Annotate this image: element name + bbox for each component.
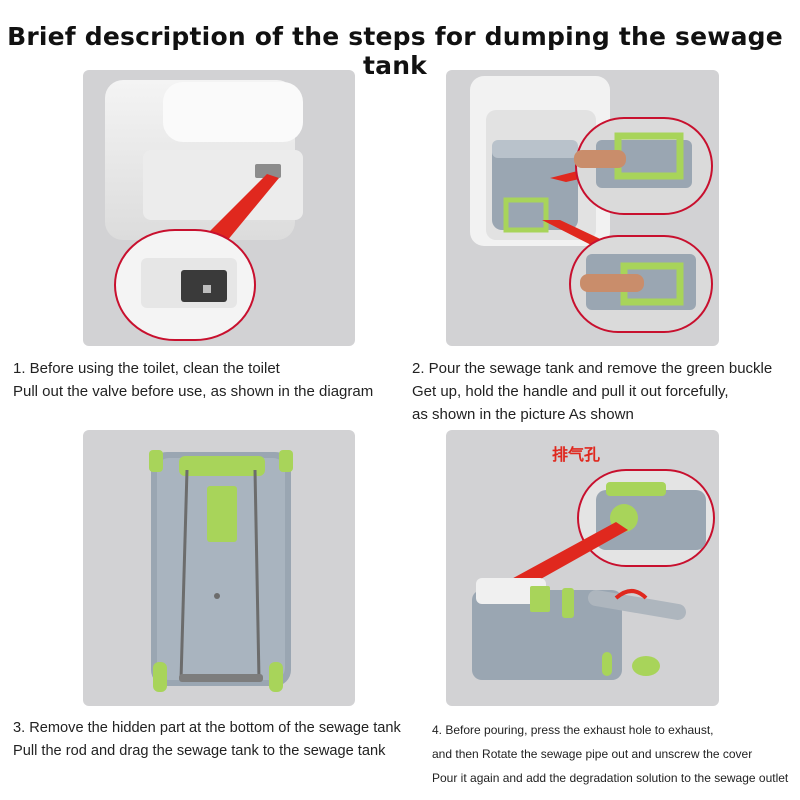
tank-handle [179,456,265,476]
hand-bottom [580,274,644,292]
sewage-tank [492,140,578,230]
step-4-caption: 4. Before pouring, press the exhaust hol… [432,723,789,785]
exhaust-pour-illustration: 排气孔 [472,445,715,680]
step-2-image [446,70,719,346]
hand-top [574,150,626,168]
step-2-caption: 2. Pour the sewage tank and remove the g… [412,360,773,423]
green-buckle [207,486,237,542]
green-buckle [503,197,549,233]
step-3-caption: 3. Remove the hidden part at the bottom … [13,720,401,759]
pull-rod-right [253,469,261,681]
page-title: Brief description of the steps for dumpi… [7,22,783,80]
red-pointer [506,522,628,594]
tank-removal-illustration [470,76,713,333]
pull-rod-left [179,469,189,681]
wheel-left [153,662,167,692]
step-3-image [83,430,355,706]
tank-cap [632,656,660,676]
toilet-seat [163,82,303,142]
toilet-illustration [105,80,303,341]
vent-label: 排气孔 [552,445,600,464]
tank-pull-rod-illustration [149,450,293,692]
wheel-right [269,662,283,692]
sewage-pipe [588,590,686,620]
step-1-caption: 1. Before using the toilet, clean the to… [13,360,374,400]
step-4-image: 排气孔 [446,430,719,706]
tank-body [472,590,622,680]
rotate-arrow [614,589,648,600]
step-1-image [83,70,355,346]
valve-slot [255,164,281,178]
